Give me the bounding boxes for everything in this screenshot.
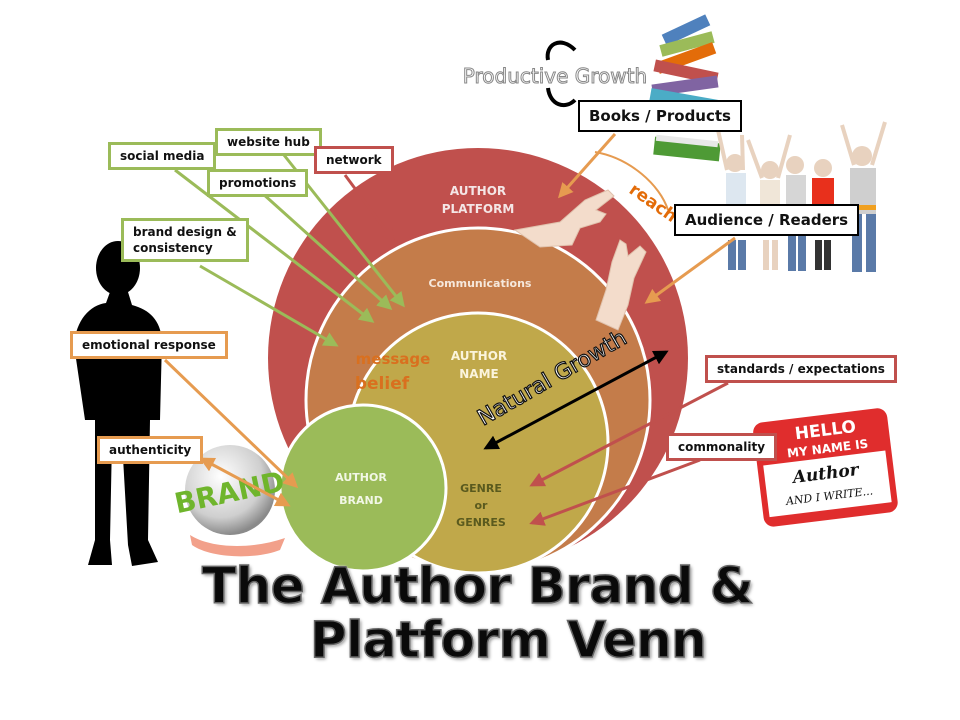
audience-readers-callout: Audience / Readers (674, 204, 860, 236)
promotions-arrow (260, 191, 393, 311)
social-media-callout: social media (108, 142, 217, 170)
audience-reach-arrow (644, 236, 736, 304)
brand-design-text-2: consistency (133, 241, 213, 255)
genre-label-1: GENRE (460, 482, 502, 495)
website-hub-callout: website hub (215, 128, 322, 156)
website-hub-text: website hub (227, 135, 310, 149)
authenticity-callout: authenticity (97, 436, 204, 464)
reach-arc (594, 151, 669, 211)
audience-people-icon (716, 121, 887, 272)
platform-label-2: PLATFORM (442, 202, 515, 216)
person-silhouette-icon (74, 241, 162, 566)
authenticity-arrow (199, 457, 291, 507)
brand-design-text-1: brand design & (133, 225, 237, 239)
name-tag-icon: HELLO MY NAME IS Author AND I WRITE... (753, 408, 898, 527)
commonality-callout: commonality (666, 433, 778, 461)
commonality-text: commonality (678, 440, 766, 454)
brand-design-arrow (199, 264, 339, 347)
brand-label-1: AUTHOR (335, 471, 387, 484)
reaching-hand-icon (513, 189, 647, 331)
emotional-response-text: emotional response (82, 338, 216, 352)
books-products-text: Books / Products (589, 107, 731, 125)
genre-label-2: or (475, 499, 489, 512)
standards-expectations-text: standards / expectations (717, 362, 885, 376)
cycle-arrow-icon (545, 40, 577, 108)
diagram-title-line-1: The Author Brand & (201, 557, 754, 615)
network-callout: network (314, 146, 394, 174)
promotions-callout: promotions (207, 169, 309, 197)
books-reach-arrow (558, 133, 617, 199)
genre-label-3: GENRES (456, 516, 506, 529)
message-label: message (356, 350, 431, 368)
belief-label: belief (355, 374, 410, 394)
books-products-callout: Books / Products (578, 100, 742, 132)
diagram-title-line-2: Platform Venn (309, 611, 707, 669)
brand-design-callout: brand design & consistency (121, 218, 249, 262)
social-media-text: social media (120, 149, 205, 163)
brand-circle (278, 403, 448, 573)
books-stack-icon (649, 14, 721, 162)
brand-label-2: BRAND (339, 494, 383, 507)
platform-label-1: AUTHOR (450, 184, 506, 198)
natural-growth-arrow (483, 350, 669, 450)
network-text: network (326, 153, 382, 167)
name-label-1: AUTHOR (451, 349, 507, 363)
productive-growth-label: Productive Growth (463, 64, 647, 88)
audience-readers-text: Audience / Readers (685, 211, 849, 229)
name-label-2: NAME (459, 367, 498, 381)
authenticity-text: authenticity (109, 443, 192, 457)
promotions-text: promotions (219, 176, 297, 190)
commonality-arrow (529, 458, 701, 526)
network-arrow (343, 174, 395, 243)
standards-expectations-callout: standards / expectations (705, 355, 897, 383)
emotional-response-callout: emotional response (70, 331, 228, 359)
communications-label: Communications (429, 277, 532, 290)
